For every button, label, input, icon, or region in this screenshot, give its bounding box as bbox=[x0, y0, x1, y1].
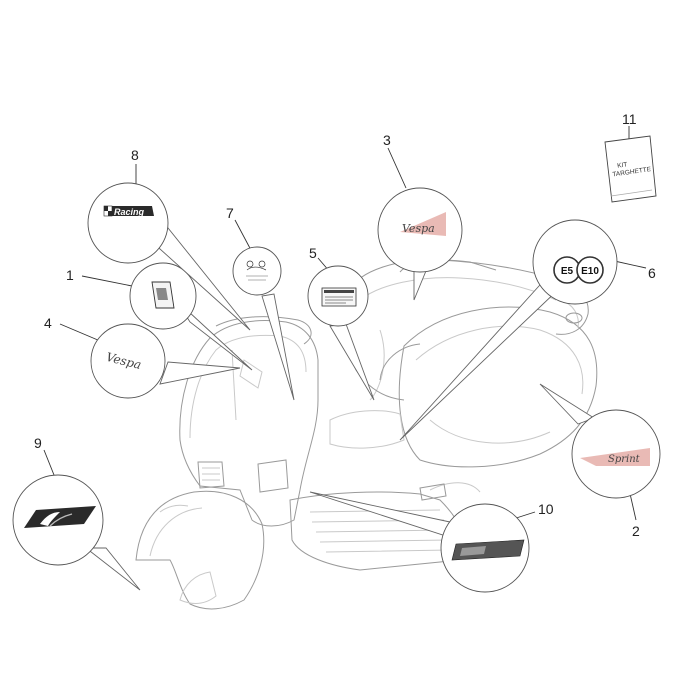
callout-number-11: 11 bbox=[622, 111, 637, 127]
pointer-9 bbox=[84, 547, 141, 591]
plate-kit-bag: KIT TARGHETTE bbox=[604, 135, 657, 203]
vespa-body-decal-icon: Vespa bbox=[400, 212, 446, 236]
callout-number-10: 10 bbox=[538, 501, 554, 517]
callout-number-1: 1 bbox=[66, 267, 74, 283]
pointer-7 bbox=[261, 293, 295, 401]
bubble-4 bbox=[90, 323, 166, 399]
fuel-e5-label: E5 bbox=[561, 266, 574, 277]
callout-10: 10 bbox=[309, 491, 554, 593]
pointer-4 bbox=[159, 361, 241, 385]
pointer-5 bbox=[329, 323, 375, 401]
sprint-script: Sprint bbox=[608, 454, 641, 465]
fuel-badge-e5: E5 bbox=[553, 256, 581, 284]
fuel-badge-e10: E10 bbox=[576, 256, 604, 284]
callout-number-5: 5 bbox=[309, 245, 317, 261]
callout-5: 5 bbox=[307, 245, 375, 401]
bubble-2 bbox=[571, 409, 661, 499]
sprint-decal: Sprint bbox=[580, 448, 650, 466]
callout-2: 2 Sprint bbox=[539, 383, 661, 539]
kit-label-line1: KIT bbox=[617, 161, 628, 169]
racing-decal: Racing bbox=[103, 205, 154, 217]
callout-11: 11 KIT TARGHETTE bbox=[604, 111, 657, 203]
callout-9: 9 bbox=[12, 435, 141, 591]
s-plate-icon bbox=[451, 539, 525, 561]
callout-number-8: 8 bbox=[131, 147, 139, 163]
vespa-body-script: Vespa bbox=[402, 222, 435, 235]
scooter-outline bbox=[135, 259, 598, 610]
callout-8: 8 Racing bbox=[87, 147, 251, 331]
callout-number-4: 4 bbox=[44, 315, 52, 331]
s-badge-icon bbox=[24, 506, 96, 528]
callout-number-6: 6 bbox=[648, 265, 656, 281]
racing-label: Racing bbox=[114, 207, 145, 217]
badge-plate-icon bbox=[151, 281, 175, 309]
callout-4: 4 Vespa bbox=[44, 315, 241, 399]
pointer-2 bbox=[539, 383, 596, 425]
callout-6: 6 E5 E10 bbox=[399, 219, 656, 441]
bubble-3 bbox=[377, 187, 463, 273]
fuel-e10-label: E10 bbox=[581, 266, 599, 277]
callout-7: 7 bbox=[226, 205, 295, 401]
callout-number-3: 3 bbox=[383, 132, 391, 148]
vespa-logo-sticker-icon bbox=[246, 260, 268, 281]
callout-3: 3 Vespa bbox=[377, 132, 463, 301]
callout-number-9: 9 bbox=[34, 435, 42, 451]
leader-line-7 bbox=[234, 219, 253, 253]
callout-1: 1 bbox=[66, 262, 253, 371]
callout-number-2: 2 bbox=[632, 523, 640, 539]
bubble-8 bbox=[87, 182, 169, 264]
leader-line-3 bbox=[387, 147, 407, 189]
bubble-7 bbox=[232, 246, 282, 296]
information-label-icon bbox=[321, 287, 357, 307]
callout-number-7: 7 bbox=[226, 205, 234, 221]
pointer-6 bbox=[399, 275, 563, 441]
